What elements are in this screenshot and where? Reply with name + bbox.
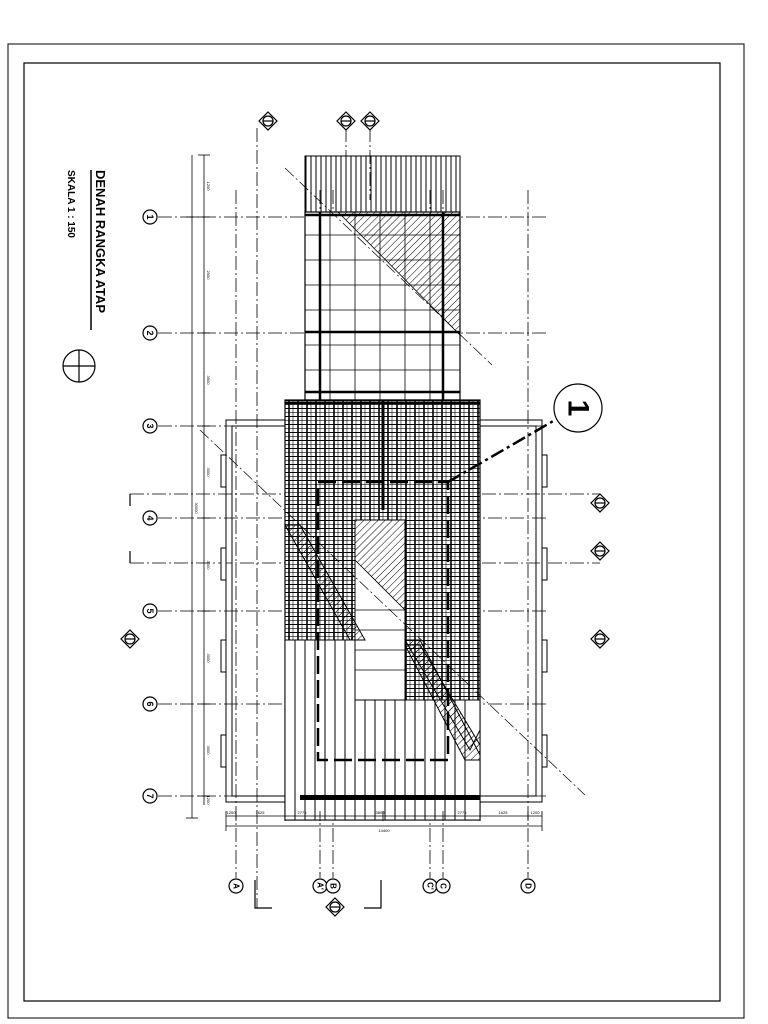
left-dim-7: 3000 (206, 746, 211, 756)
eave-brackets (220, 454, 548, 768)
grid-label-c: C (439, 883, 448, 889)
section-marker-icon (360, 111, 380, 131)
drawing-title: DENAH RANGKA ATAP (93, 170, 108, 313)
grid-label-b: B (329, 883, 338, 889)
left-dim-1: 1200 (206, 182, 211, 192)
bottom-dimension-labels: 1200 1625 2775 3800 2775 1625 1200 14400 (227, 810, 541, 833)
left-dim-5: 3000 (206, 561, 211, 571)
grid-label-d: D (524, 883, 533, 889)
title-block: DENAH RANGKA ATAP SKALA 1 : 150 (65, 170, 108, 330)
outer-border (7, 43, 745, 1019)
section-marker-icon (258, 111, 278, 131)
grid-label-1: 1 (145, 214, 155, 219)
section-marker-icon (590, 541, 610, 561)
left-dim-6: 3000 (206, 654, 211, 664)
grid-label-5: 5 (145, 608, 155, 613)
bottom-dim-2: 1625 (256, 810, 266, 815)
letter-grid-bubbles (228, 878, 536, 894)
letter-grid-labels: A A' B C' C D (232, 882, 533, 890)
left-dim-2: 2500 (206, 271, 211, 281)
grid-label-4: 4 (145, 515, 155, 520)
diagonal-centerlines (199, 167, 586, 796)
bottom-dim-1: 1200 (227, 810, 237, 815)
left-dim-3: 3500 (206, 376, 211, 386)
grid-label-2: 2 (145, 330, 155, 335)
left-dim-8: 1200 (206, 796, 211, 806)
bottom-dim-7: 1200 (531, 810, 541, 815)
section-marker-icon (336, 111, 356, 131)
left-dim-4: 3000 (206, 468, 211, 478)
grid-label-3: 3 (145, 423, 155, 428)
section-marker-icon (590, 629, 610, 649)
inner-border (23, 62, 721, 1002)
section-markers (120, 111, 610, 917)
section-cut-markers (129, 494, 382, 909)
grid-label-a: A (232, 883, 241, 889)
number-grid-labels: 1 2 3 4 5 6 7 (145, 214, 155, 798)
grid-label-c-prime: C' (426, 882, 435, 890)
left-dim-total: 30000 (194, 502, 199, 514)
drawing-scale: SKALA 1 : 150 (65, 170, 76, 238)
bottom-dim-total: 14400 (378, 828, 390, 833)
section-marker-icon (590, 493, 610, 513)
ridge-lines (285, 400, 480, 510)
grid-label-6: 6 (145, 701, 155, 706)
bottom-dim-4: 3800 (376, 810, 386, 815)
left-dimension-chain (186, 154, 210, 819)
detail-callout-number: 1 (562, 400, 595, 417)
extension-roof (304, 155, 461, 401)
number-grid-bubbles (142, 209, 158, 804)
bottom-dim-5: 2775 (458, 810, 468, 815)
grid-label-a-prime: A' (316, 882, 325, 890)
north-arrow (62, 349, 96, 383)
detail-callout: 1 (447, 383, 603, 484)
grid-label-7: 7 (145, 793, 155, 798)
section-marker-icon (120, 629, 140, 649)
bottom-dim-6: 1625 (499, 810, 509, 815)
left-dimension-labels: 1200 2500 3500 3000 3000 3000 3000 1200 … (194, 182, 211, 806)
bottom-dimension-chain (225, 811, 543, 831)
hip-diagonal-left (284, 524, 366, 641)
bottom-dim-3: 2775 (298, 810, 308, 815)
section-marker-icon (325, 897, 345, 917)
